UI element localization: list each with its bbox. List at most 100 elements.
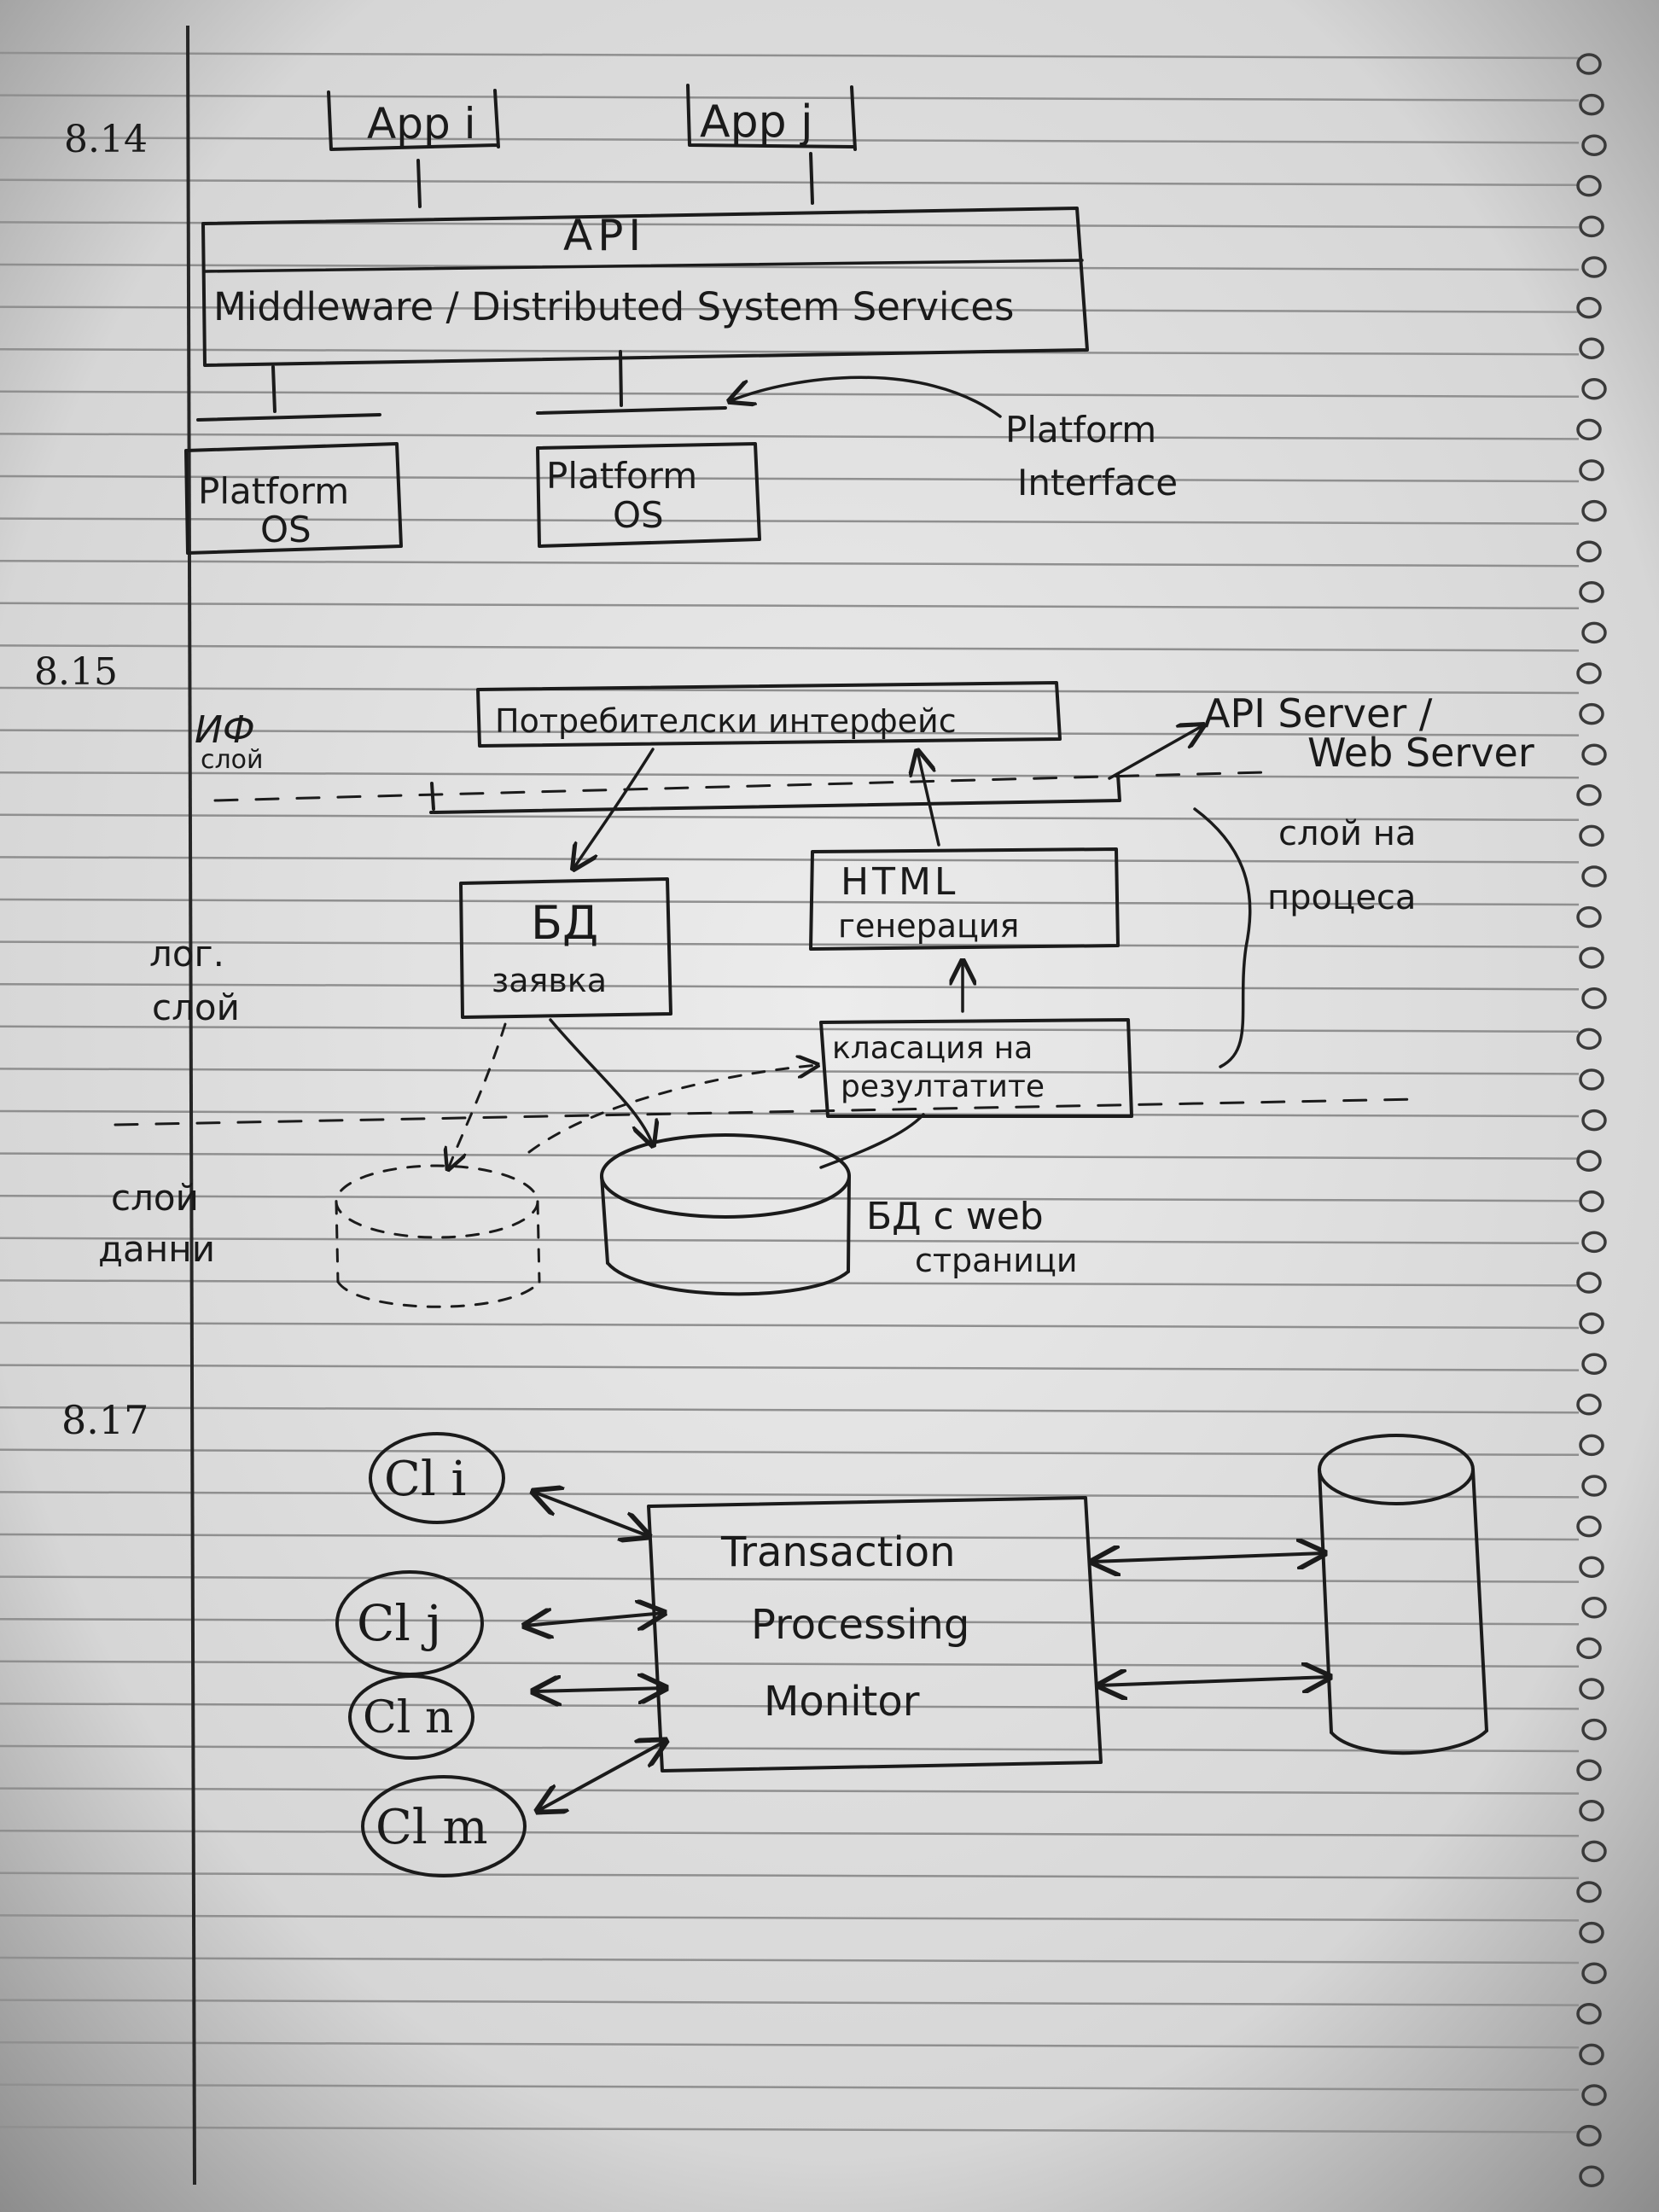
- ruled-line: [0, 813, 1580, 822]
- spiral-hole: [1581, 743, 1607, 765]
- spiral-hole: [1579, 2043, 1604, 2066]
- client-m-label: Cl m: [375, 1800, 488, 1855]
- app-j-box: [686, 84, 857, 151]
- arrow-client-i: [533, 1492, 649, 1536]
- ruled-line: [0, 1491, 1580, 1499]
- api-server-arrow: [1108, 725, 1203, 780]
- ui-box: [476, 681, 1062, 748]
- platform-left-line2: OS: [260, 509, 311, 550]
- ruled-line: [0, 1068, 1580, 1075]
- spiral-hole: [1581, 1597, 1607, 1619]
- spiral-hole: [1581, 2084, 1607, 2106]
- dashed-arrow-to-cylinder: [448, 1022, 507, 1169]
- ruled-line: [0, 2083, 1580, 2092]
- spiral-hole: [1576, 540, 1602, 562]
- ruled-line: [0, 1025, 1580, 1033]
- connector-app-i: [416, 159, 422, 208]
- api-divider: [203, 259, 1084, 273]
- ruled-line: [0, 1744, 1580, 1753]
- process-layer-line2: процеса: [1267, 878, 1416, 917]
- ruled-line: [0, 1999, 1580, 2006]
- result-class-line2: резултатите: [841, 1069, 1045, 1104]
- ruled-line: [0, 2040, 1580, 2049]
- platform-left-line1: Platform: [198, 470, 349, 512]
- spiral-hole: [1576, 1881, 1602, 1903]
- margin-line: [186, 25, 196, 2186]
- ruled-line: [0, 1406, 1580, 1414]
- ruled-line: [0, 1279, 1580, 1287]
- spiral-hole: [1576, 784, 1602, 806]
- ruled-line: [0, 1237, 1580, 1245]
- spiral-hole: [1579, 581, 1604, 603]
- platform-interface-arrow: [730, 375, 1002, 418]
- platform-right-line2: OS: [613, 494, 664, 536]
- ruled-line: [0, 517, 1580, 525]
- platform-interface-line1: Platform: [1005, 409, 1156, 451]
- middleware-box: [201, 207, 1089, 367]
- ruled-line: [0, 1364, 1580, 1371]
- spiral-hole: [1579, 702, 1604, 725]
- ruled-line: [0, 771, 1580, 779]
- client-i-label: Cl i: [384, 1452, 466, 1507]
- client-m-ellipse: [361, 1775, 527, 1877]
- data-layer-line2: данни: [98, 1228, 215, 1270]
- html-gen-line2: генерация: [838, 907, 1019, 945]
- spiral-hole: [1581, 1475, 1607, 1497]
- dashed-arrow-to-result: [527, 1065, 818, 1154]
- spiral-hole: [1576, 418, 1602, 441]
- ruled-line: [0, 1914, 1580, 1922]
- section-8-14: 8.14 App i App j API Middleware / Distri…: [64, 84, 1178, 555]
- db-web-line2: страници: [915, 1242, 1078, 1279]
- spiral-hole: [1581, 1353, 1607, 1375]
- spiral-hole: [1576, 2124, 1602, 2147]
- ruled-line: [0, 1871, 1580, 1880]
- ruled-line: [0, 474, 1580, 483]
- ruled-line: [0, 1575, 1580, 1583]
- spiral-hole: [1579, 337, 1604, 359]
- spiral-hole: [1576, 1759, 1602, 1781]
- app-i-box: [327, 89, 500, 151]
- app-j-label: App j: [700, 96, 813, 148]
- spiral-hole: [1576, 1637, 1602, 1660]
- logic-layer-line1: лог.: [149, 933, 224, 975]
- api-server-line1: API Server /: [1203, 690, 1433, 736]
- ruled-line: [0, 1152, 1580, 1160]
- ruled-line: [0, 602, 1580, 610]
- spiral-hole: [1576, 905, 1602, 928]
- arrow-ui-to-db-request: [573, 748, 655, 869]
- api-label: API: [563, 211, 646, 260]
- ruled-line: [0, 1448, 1580, 1457]
- spiral-hole: [1581, 499, 1607, 522]
- spiral-hole: [1579, 93, 1604, 116]
- section-number: 8.14: [64, 118, 148, 161]
- html-gen-box: [809, 847, 1120, 951]
- spiral-hole: [1581, 1962, 1607, 1984]
- data-layer-line1: слой: [111, 1177, 199, 1219]
- spiral-hole: [1576, 1027, 1602, 1051]
- if-layer-line1: ИФ: [195, 708, 255, 752]
- spiral-hole: [1579, 946, 1604, 969]
- ruled-line: [0, 856, 1580, 864]
- section-8-17: 8.17 Cl i Cl j Cl n Cl m Transaction Pro…: [61, 1397, 1488, 1877]
- process-layer-brace: [1193, 807, 1252, 1068]
- ruled-line: [0, 1829, 1580, 1837]
- middleware-label: Middleware / Distributed System Services: [213, 284, 1014, 329]
- app-i-label: App i: [367, 99, 475, 148]
- ruled-line: [0, 347, 1580, 356]
- ruled-line: [0, 729, 1580, 736]
- spiral-hole: [1581, 865, 1607, 888]
- platform-interface-line2: Interface: [1017, 462, 1178, 504]
- spiral-hole: [1579, 1678, 1604, 1700]
- connector-app-j: [809, 152, 814, 205]
- ruled-line: [0, 1109, 1580, 1118]
- db-request-line1: БД: [531, 896, 598, 950]
- spiral-hole: [1576, 1515, 1602, 1538]
- process-layer-line1: слой на: [1278, 814, 1416, 853]
- ruled-line: [0, 1194, 1580, 1202]
- client-n-label: Cl n: [363, 1692, 453, 1743]
- spiral-hole: [1579, 2165, 1604, 2187]
- spiral-hole: [1579, 1800, 1604, 1822]
- section-number: 8.15: [34, 650, 118, 694]
- spiral-hole: [1579, 1068, 1604, 1091]
- client-n-ellipse: [348, 1674, 474, 1760]
